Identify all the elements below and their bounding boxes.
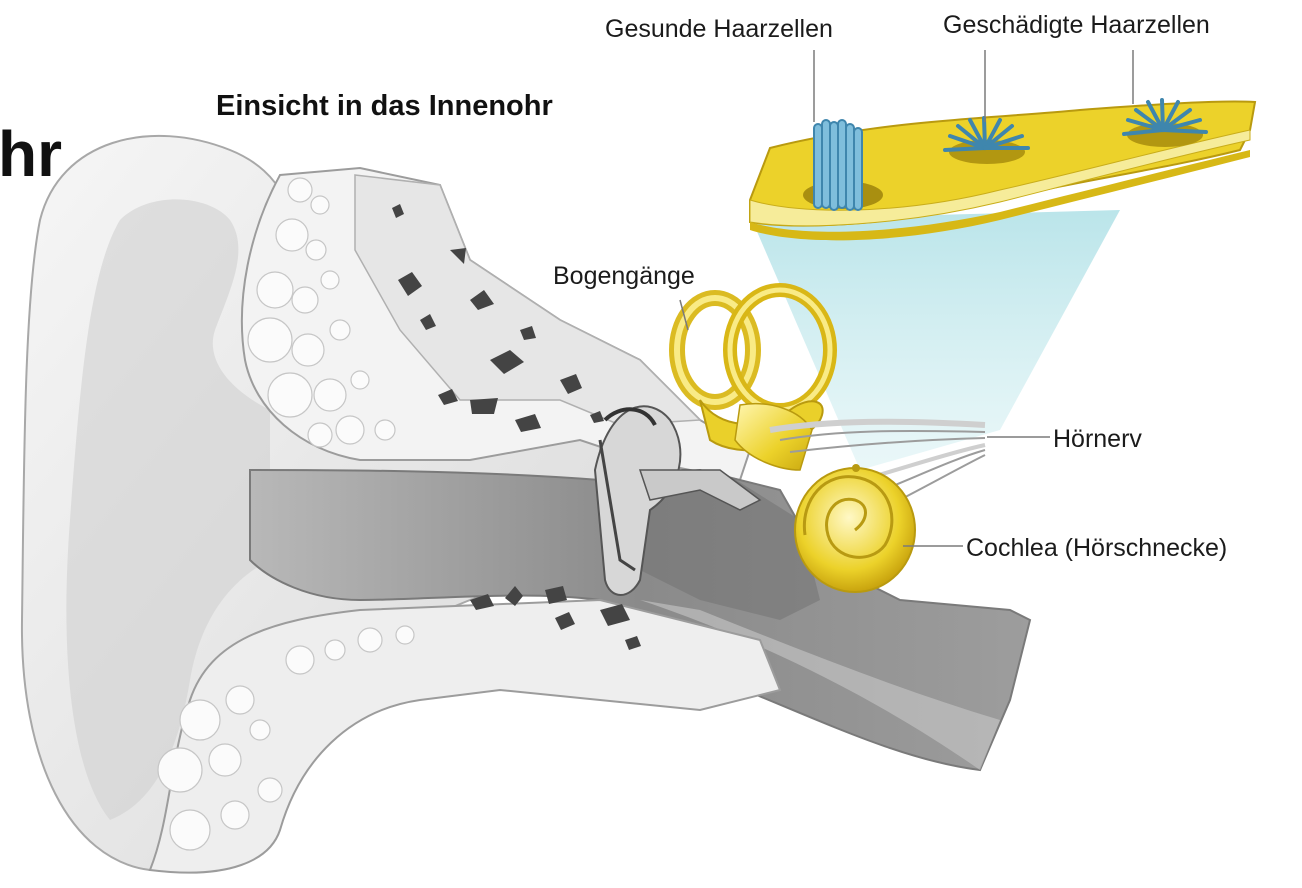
label-semicircular-canals: Bogengänge [553,264,695,289]
label-auditory-nerve: Hörnerv [1053,427,1142,452]
label-damaged-hair-cells: Geschädigte Haarzellen [943,13,1210,38]
label-cochlea: Cochlea (Hörschnecke) [966,536,1227,561]
label-healthy-hair-cells: Gesunde Haarzellen [605,17,833,42]
healthy-hair-cells [814,120,862,210]
cropped-title: hr [0,122,62,186]
diagram-title: Einsicht in das Innenohr [216,92,553,121]
